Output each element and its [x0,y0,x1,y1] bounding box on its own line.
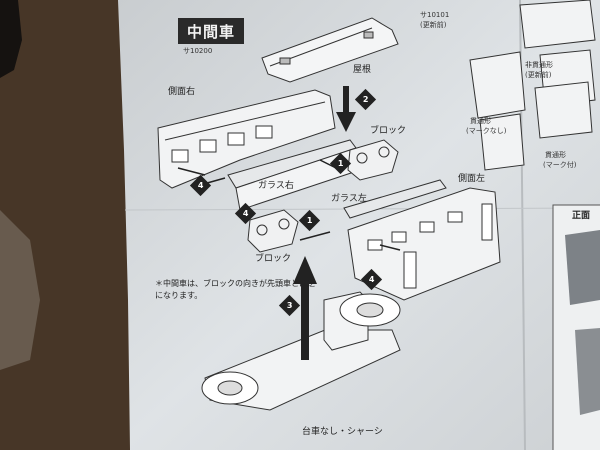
label-non-through-sub: (更新前) [525,71,552,79]
label-glass-left: ガラス左 [331,194,367,204]
block-lower-part [247,209,299,253]
label-block-bottom: ブロック [255,254,292,264]
label-front-view: 正面 [572,211,591,221]
label-through-nomark-sub: (マークなし) [466,127,507,135]
chassis-part [201,291,401,411]
label-non-through: 非貫通形 [525,61,553,69]
model-number: サ10200 [183,47,213,55]
label-glass-right: ガラス右 [258,181,294,191]
block-upper-part [347,139,399,181]
label-model-top-right-sub: (更新前) [420,21,447,29]
label-block-top: ブロック [370,126,407,136]
label-side-left: 側面左 [458,174,486,184]
label-through-mark: 貫通形 [545,151,566,159]
label-side-right: 側面右 [168,87,196,97]
label-model-top-right: サ10101 [420,11,450,19]
label-through-nomark: 貫通形 [470,117,491,125]
front-variant-drawings [469,0,596,171]
side-panel-left [347,187,501,301]
label-through-mark-sub: (マーク付) [543,161,577,169]
roof-part [261,17,399,83]
label-chassis: 台車なし・シャーシ [302,427,383,437]
label-roof: 屋根 [353,65,372,75]
assembly-note: ＊中間車は、ブロックの向きが先頭車とは逆になります。 [155,279,315,300]
glass-left-part [343,179,447,219]
side-panel-right [157,89,336,189]
assembly-arrows [177,86,401,360]
section-title: 中間車 [178,18,244,44]
